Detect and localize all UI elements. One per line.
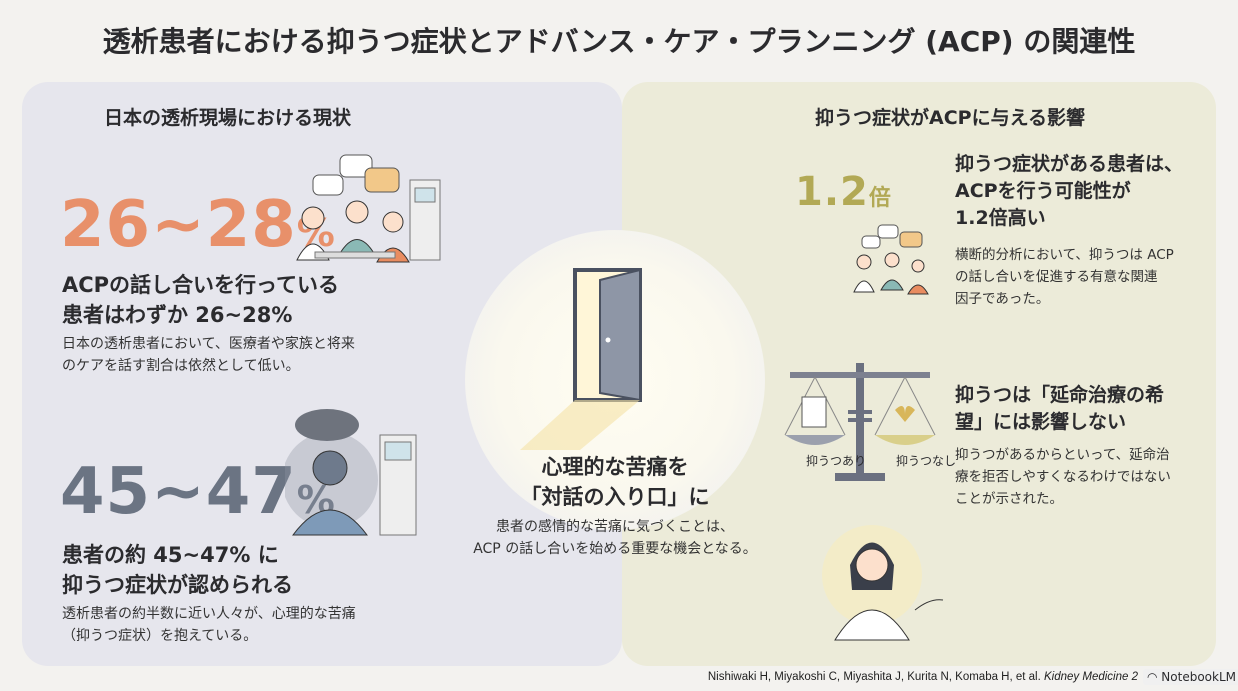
desc-line: 因子であった。 — [955, 291, 1050, 307]
open-door-icon — [520, 268, 642, 450]
item2-heading: 抑うつは「延命治療の希望」には影響しない — [955, 382, 1164, 436]
right-heading: 抑うつ症状がACPに与える影響 — [815, 107, 1086, 129]
heading-line: 患者はわずか 26~28% — [62, 303, 293, 327]
heading-line: ACPの話し合いを行っている — [62, 273, 340, 297]
ratio-stat: 1.2倍 — [795, 168, 892, 223]
balance-scale-icon — [784, 363, 936, 481]
consultation-illustration — [296, 154, 441, 263]
ratio-value: 1.2 — [795, 169, 869, 215]
scale-label-without-depression: 抑うつなし — [896, 454, 957, 468]
left-heading: 日本の透析現場における現状 — [104, 107, 352, 129]
scale-label-with-depression: 抑うつあり — [806, 454, 867, 468]
heading-line: 心理的な苦痛を — [541, 455, 689, 479]
desc-line: 日本の透析患者において、医療者や家族と将来 — [62, 336, 355, 352]
doctor-illustration — [822, 525, 944, 641]
desc-line: ことが示された。 — [955, 491, 1063, 507]
desc-line: 透析患者の約半数に近い人々が、心理的な苦痛 — [62, 606, 356, 622]
stat2-heading: 患者の約 45~47% に抑うつ症状が認められる — [62, 540, 293, 600]
notebooklm-logo-icon: ◠ — [1147, 670, 1162, 684]
stat-45-47: 45~47% — [60, 455, 336, 537]
desc-line: 療を拒否しやすくなるわけではない — [955, 469, 1171, 485]
notebooklm-badge: ◠ NotebookLM — [1143, 669, 1238, 685]
stat-value: 45~47 — [60, 455, 297, 529]
desc-line: のケアを話す割合は依然として低い。 — [62, 358, 300, 374]
heading-line: 抑うつは「延命治療の希 — [955, 384, 1165, 406]
item1-heading: 抑うつ症状がある患者は、 ACPを行う可能性が 1.2倍高い — [955, 151, 1183, 232]
citation-journal: Kidney Medicine 2 — [1044, 671, 1138, 683]
desc-line: 横断的分析において、抑うつは ACP — [955, 247, 1174, 263]
center-description: 患者の感情的な苦痛に気づくことは、 ACP の話し合いを始める重要な機会となる。 — [440, 516, 790, 560]
desc-line: 患者の感情的な苦痛に気づくことは、 — [496, 519, 734, 535]
consultation-small-illustration — [853, 224, 929, 295]
heading-line: 「対話の入り口」に — [520, 485, 710, 509]
ratio-unit: 倍 — [868, 186, 892, 211]
item2-description: 抑うつがあるからといって、延命治療を拒否しやすくなるわけではないことが示された。 — [955, 444, 1171, 510]
citation: Nishiwaki H, Miyakoshi C, Miyashita J, K… — [708, 671, 1138, 683]
citation-authors: Nishiwaki H, Miyakoshi C, Miyashita J, K… — [707, 671, 1045, 683]
distressed-patient-illustration — [285, 409, 417, 536]
badge-label: NotebookLM — [1161, 670, 1236, 684]
stat1-heading: ACPの話し合いを行っている患者はわずか 26~28% — [62, 270, 339, 330]
page-title: 透析患者における抑うつ症状とアドバンス・ケア・プランニング (ACP) の関連性 — [102, 25, 1136, 58]
desc-line: ACP の話し合いを始める重要な機会となる。 — [473, 541, 757, 557]
heading-line: 抑うつ症状が認められる — [62, 573, 293, 597]
stat1-description: 日本の透析患者において、医療者や家族と将来のケアを話す割合は依然として低い。 — [62, 333, 355, 377]
heading-line: 患者の約 45~47% に — [62, 543, 279, 567]
desc-line: 抑うつがあるからといって、延命治 — [955, 447, 1170, 463]
heading-line: 望」には影響しない — [955, 411, 1127, 433]
center-heading: 心理的な苦痛を「対話の入り口」に — [465, 452, 765, 512]
stat-value: 26~28 — [60, 188, 297, 262]
heading-line: 1.2倍高い — [955, 207, 1046, 229]
desc-line: （抑うつ症状）を抱えている。 — [62, 628, 258, 644]
desc-line: の話し合いを促進する有意な関連 — [955, 269, 1158, 285]
heading-line: 抑うつ症状がある患者は、 — [955, 153, 1184, 175]
stat2-description: 透析患者の約半数に近い人々が、心理的な苦痛 （抑うつ症状）を抱えている。 — [62, 603, 356, 647]
heading-line: ACPを行う可能性が — [955, 180, 1131, 202]
item1-description: 横断的分析において、抑うつは ACP の話し合いを促進する有意な関連因子であった。 — [955, 244, 1174, 310]
